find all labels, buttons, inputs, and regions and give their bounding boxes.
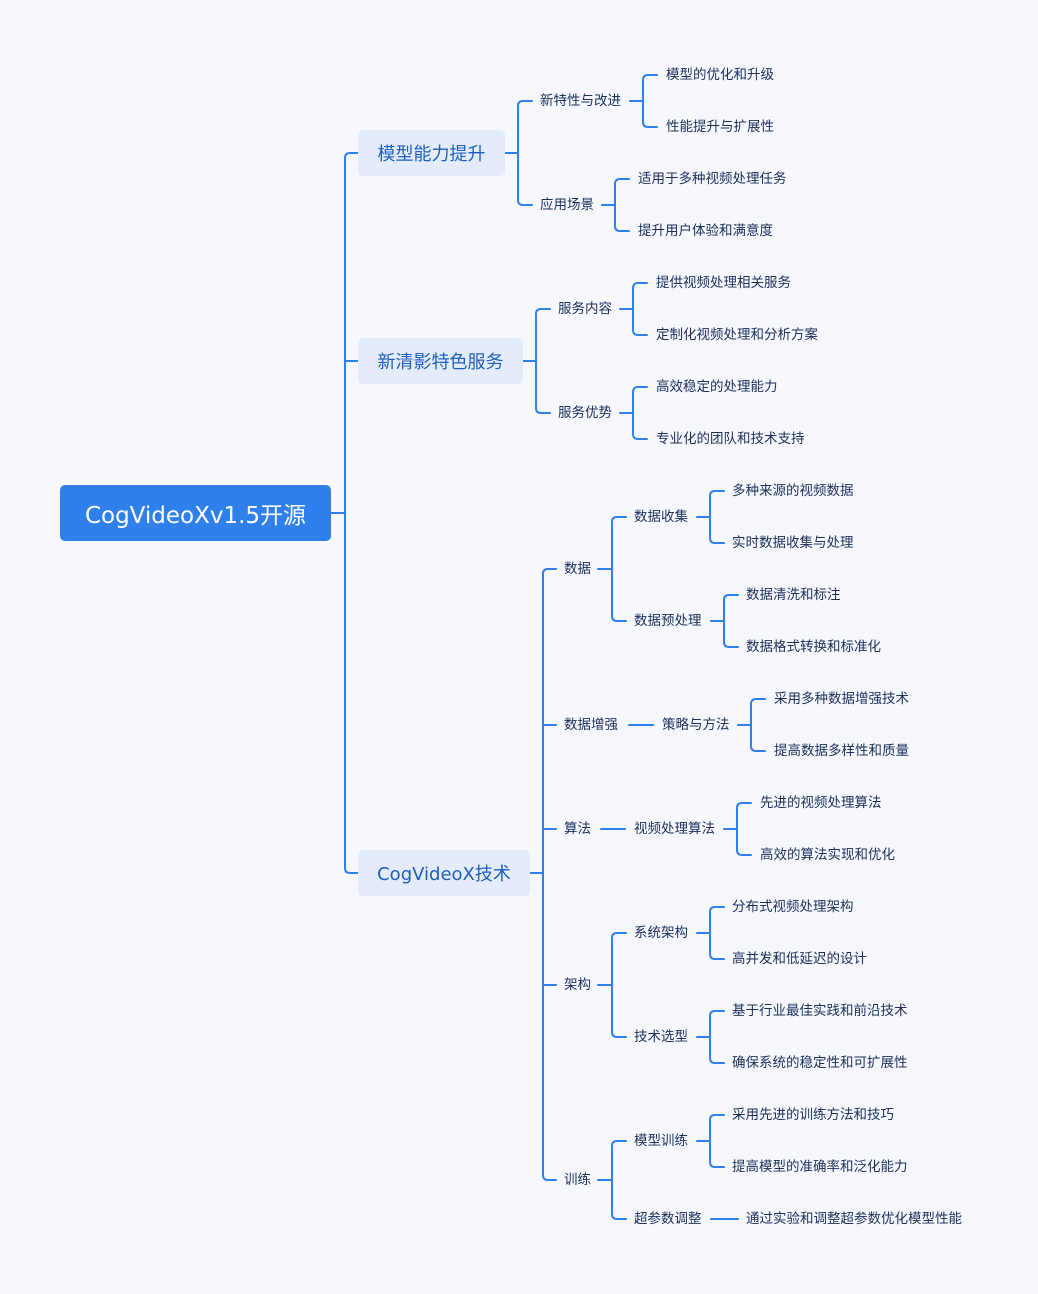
leaf-node[interactable]: 先进的视频处理算法	[760, 795, 882, 811]
node-data-augment[interactable]: 数据增强	[564, 717, 618, 733]
node-service[interactable]: 新清影特色服务	[358, 338, 523, 384]
node-training[interactable]: 训练	[564, 1172, 591, 1188]
node-video-algorithm[interactable]: 视频处理算法	[634, 821, 715, 837]
leaf-node[interactable]: 多种来源的视频数据	[732, 483, 854, 499]
leaf-node[interactable]: 分布式视频处理架构	[732, 899, 854, 915]
leaf-node[interactable]: 数据格式转换和标准化	[746, 639, 881, 655]
node-service-advantage[interactable]: 服务优势	[558, 405, 612, 421]
root-label: CogVideoXv1.5开源	[84, 503, 307, 529]
node-scenarios[interactable]: 应用场景	[540, 197, 594, 213]
node-strategy[interactable]: 策略与方法	[662, 717, 730, 733]
leaf-node[interactable]: 专业化的团队和技术支持	[656, 431, 805, 447]
leaf-node[interactable]: 通过实验和调整超参数优化模型性能	[746, 1211, 962, 1227]
node-new-features[interactable]: 新特性与改进	[540, 93, 621, 109]
node-model-capability[interactable]: 模型能力提升	[358, 130, 505, 176]
node-label: CogVideoX技术	[377, 864, 511, 885]
leaf-node[interactable]: 提高模型的准确率和泛化能力	[732, 1159, 908, 1175]
leaf-node[interactable]: 实时数据收集与处理	[732, 535, 854, 551]
node-hyperparam[interactable]: 超参数调整	[634, 1211, 702, 1227]
node-service-content[interactable]: 服务内容	[558, 301, 612, 317]
leaf-node[interactable]: 数据清洗和标注	[746, 587, 841, 603]
node-tech[interactable]: CogVideoX技术	[358, 850, 530, 896]
leaf-node[interactable]: 基于行业最佳实践和前沿技术	[732, 1003, 908, 1019]
node-model-training[interactable]: 模型训练	[634, 1133, 688, 1149]
leaf-node[interactable]: 确保系统的稳定性和可扩展性	[732, 1055, 908, 1071]
leaf-node[interactable]: 适用于多种视频处理任务	[638, 171, 787, 187]
leaf-node[interactable]: 定制化视频处理和分析方案	[656, 327, 818, 343]
leaf-node[interactable]: 模型的优化和升级	[666, 67, 774, 83]
leaf-node[interactable]: 高效的算法实现和优化	[760, 847, 895, 863]
node-data[interactable]: 数据	[564, 561, 591, 577]
node-algorithm[interactable]: 算法	[564, 821, 591, 837]
leaf-node[interactable]: 采用先进的训练方法和技巧	[732, 1107, 894, 1123]
node-data-preprocess[interactable]: 数据预处理	[634, 613, 702, 629]
leaf-node[interactable]: 提高数据多样性和质量	[774, 743, 909, 759]
leaf-node[interactable]: 提供视频处理相关服务	[656, 275, 791, 291]
node-system-architecture[interactable]: 系统架构	[634, 925, 688, 941]
leaf-node[interactable]: 提升用户体验和满意度	[638, 223, 773, 239]
leaf-node[interactable]: 性能提升与扩展性	[666, 119, 774, 135]
node-label: 新清影特色服务	[377, 352, 504, 373]
node-data-collect[interactable]: 数据收集	[634, 509, 688, 525]
node-label: 模型能力提升	[377, 144, 486, 165]
node-tech-selection[interactable]: 技术选型	[634, 1029, 688, 1045]
node-architecture[interactable]: 架构	[564, 977, 591, 993]
leaf-node[interactable]: 采用多种数据增强技术	[774, 691, 909, 707]
root-node[interactable]: CogVideoXv1.5开源	[60, 485, 331, 541]
leaf-node[interactable]: 高并发和低延迟的设计	[732, 951, 867, 967]
leaf-node[interactable]: 高效稳定的处理能力	[656, 379, 778, 395]
